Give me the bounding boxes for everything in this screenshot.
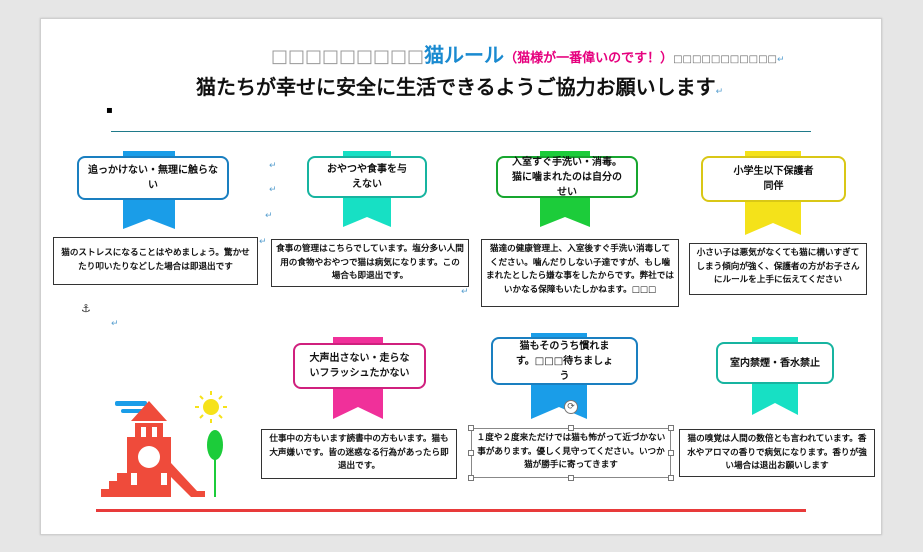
anchor-icon[interactable]: ⚓ xyxy=(81,302,91,315)
rule-desc-2[interactable]: 食事の管理はこちらでしています。塩分多い人間用の食物やおやつで猫は病気になります… xyxy=(271,239,469,287)
rule-title-1: 追っかけない・無理に触らない xyxy=(77,156,229,200)
rule-title-4: 小学生以下保護者同伴 xyxy=(701,156,846,202)
rule-desc-5[interactable]: 仕事中の方もいます読書中の方もいます。猫も大声嫌いです。皆の迷惑なる行為があった… xyxy=(261,429,457,479)
rule-ribbon-5[interactable]: 大声出さない・走らないフラッシュたかない xyxy=(293,337,426,423)
return-mark-icon: ↵ xyxy=(265,211,273,221)
rule-title-5: 大声出さない・走らないフラッシュたかない xyxy=(293,343,426,389)
rule-ribbon-3[interactable]: 入室すぐ手洗い・消毒。猫に噛まれたのは自分のせい xyxy=(496,151,638,231)
rule-ribbon-7[interactable]: 室内禁煙・香水禁止 xyxy=(716,337,834,423)
title-prefix: □□□□□□□□□ xyxy=(271,46,425,67)
subtitle-text: 猫たちが幸せに安全に生活できるようご協力お願いします xyxy=(196,75,716,99)
title-suffix: □□□□□□□□□□□ xyxy=(673,54,778,65)
ribbon-tail-7 xyxy=(752,381,798,415)
return-mark-icon: ↵ xyxy=(111,319,119,329)
rule-title-6: 猫もそのうち慣れます。□□□待ちましょう xyxy=(491,337,638,385)
resize-handle-ne[interactable] xyxy=(668,425,674,431)
return-mark-icon: ↵ xyxy=(461,287,469,297)
rule-ribbon-4[interactable]: 小学生以下保護者同伴 xyxy=(701,151,846,241)
resize-handle-sw[interactable] xyxy=(468,475,474,481)
ribbon-tail-6 xyxy=(531,381,587,419)
horizontal-rule xyxy=(111,131,811,132)
resize-handle-nw[interactable] xyxy=(468,425,474,431)
resize-handle-n[interactable] xyxy=(568,425,574,431)
resize-handle-w[interactable] xyxy=(468,450,474,456)
rule-title-3: 入室すぐ手洗い・消毒。猫に噛まれたのは自分のせい xyxy=(496,156,638,198)
rotate-handle-icon[interactable]: ⟳ xyxy=(564,400,578,414)
ribbon-tail-3 xyxy=(540,197,590,227)
return-mark-icon: ↵ xyxy=(269,185,277,195)
return-mark-icon: ↵ xyxy=(259,237,267,247)
ground-line xyxy=(96,509,806,512)
rule-desc-4[interactable]: 小さい子は悪気がなくても猫に構いすぎてしまう傾向が強く、保護者の方がお子さんにル… xyxy=(689,243,867,295)
rule-ribbon-1[interactable]: 追っかけない・無理に触らない xyxy=(77,151,229,231)
rule-desc-1[interactable]: 猫のストレスになることはやめましょう。驚かせたり叩いたりなどした場合は即退出です xyxy=(53,237,258,285)
ribbon-tail-1 xyxy=(123,199,175,229)
resize-handle-se[interactable] xyxy=(668,475,674,481)
return-mark-icon: ↵ xyxy=(715,87,724,97)
rule-ribbon-6[interactable]: 猫もそのうち慣れます。□□□待ちましょう xyxy=(491,333,638,423)
rule-title-2: おやつや食事を与えない xyxy=(307,156,427,198)
document-page[interactable]: □□□□□□□□□猫ルール（猫様が一番偉いのです！）□□□□□□□□□□□↵ 猫… xyxy=(40,18,882,535)
title-paren: （猫様が一番偉いのです！） xyxy=(504,51,674,66)
ribbon-tail-5 xyxy=(333,385,383,419)
ribbon-tail-2 xyxy=(343,197,391,227)
title-line[interactable]: □□□□□□□□□猫ルール（猫様が一番偉いのです！）□□□□□□□□□□□↵ xyxy=(271,39,791,69)
rule-ribbon-2[interactable]: おやつや食事を与えない xyxy=(307,151,427,231)
return-mark-icon: ↵ xyxy=(777,55,785,65)
subtitle[interactable]: 猫たちが幸せに安全に生活できるようご協力お願いします↵ xyxy=(196,71,756,100)
playground-illustration xyxy=(101,391,227,497)
rule-desc-3[interactable]: 猫達の健康管理上、入室後すぐ手洗い消毒してください。噛んだりしない子達ですが、も… xyxy=(481,239,679,307)
title-main: 猫ルール xyxy=(424,43,505,67)
rule-title-7: 室内禁煙・香水禁止 xyxy=(716,342,834,384)
rule-desc-7[interactable]: 猫の嗅覚は人間の数倍とも言われています。香水やアロマの香りで病気になります。香り… xyxy=(679,429,875,477)
return-mark-icon: ↵ xyxy=(269,161,277,171)
rule-desc-6[interactable]: １度や２度来ただけでは猫も怖がって近づかない事があります。優しく見守ってください… xyxy=(471,428,671,478)
bullet-dot: ▪ xyxy=(106,105,113,116)
resize-handle-e[interactable] xyxy=(668,450,674,456)
ribbon-tail-4 xyxy=(745,201,801,235)
resize-handle-s[interactable] xyxy=(568,475,574,481)
